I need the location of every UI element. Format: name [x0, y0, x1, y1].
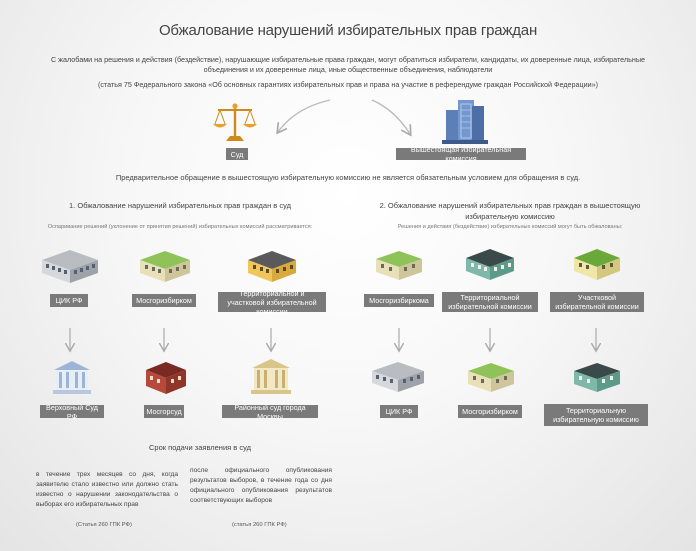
node-territorial-precinct: Территориальной и участковой избирательн… — [218, 289, 326, 316]
deadline-col2: после официального опубликования результ… — [190, 467, 332, 504]
building-grey-2-icon — [372, 362, 424, 392]
node-mosgorsud: Мосгорсуд — [144, 405, 184, 418]
node-supreme-court: Верховный Суд РФ — [40, 403, 104, 421]
deadline-col1: в течение трех месяцев со дня, когда зая… — [36, 471, 178, 508]
moscow-city-court-icon — [146, 362, 186, 394]
arrow-to-court — [278, 99, 331, 132]
building-teal-icon — [466, 249, 514, 280]
building-lime-icon — [574, 249, 620, 280]
arrow-to-commission — [371, 99, 410, 134]
deadline-ref1: (Статья 260 ГПК РФ) — [76, 522, 132, 528]
node-territorial-commission: Территориальной избирательной комиссии — [442, 292, 538, 312]
node-territorial-commission-2: Территориальную избирательную комиссию — [544, 404, 648, 426]
section1-heading: 1. Обжалование нарушений избирательных п… — [69, 201, 291, 210]
node-mosgorizbirkom-2: Мосгоризбирком — [458, 405, 522, 418]
supreme-court-icon — [53, 361, 91, 394]
law-reference: (статья 75 Федерального закона «Об основ… — [97, 80, 599, 89]
office-building-icon — [442, 100, 488, 144]
node-mosgorizbirkom: Мосгоризбирком — [132, 294, 196, 307]
section1-subheading: Оспаривание решений (уклонение от принят… — [47, 224, 313, 230]
building-green-2-icon — [376, 251, 422, 280]
section2-subheading: Решения и действия (бездействие) избират… — [397, 224, 623, 230]
building-teal-2-icon — [574, 363, 620, 392]
district-court-icon — [251, 359, 291, 394]
node-district-court: Районный суд города Москвы — [222, 403, 318, 421]
building-dark-icon — [248, 251, 296, 282]
scales-icon — [213, 103, 257, 141]
preliminary-note: Предварительное обращение в вышестоящую … — [115, 173, 581, 182]
building-green-3-icon — [468, 363, 514, 392]
commission-label: Вышестоящая избирательная комиссия — [396, 145, 526, 163]
court-label: Суд — [226, 148, 248, 160]
building-grey-icon — [42, 250, 98, 283]
page-title: Обжалование нарушений избирательных прав… — [158, 22, 538, 39]
intro-text: С жалобами на решения и действия (бездей… — [50, 55, 646, 74]
node-cik-rf-2: ЦИК РФ — [380, 405, 418, 418]
node-precinct-commission: Участковой избирательной комиссии — [550, 292, 644, 312]
deadline-ref2: (статья 260 ГПК РФ) — [232, 522, 287, 528]
deadline-heading: Срок подачи заявления в суд — [149, 443, 251, 452]
section2-heading: 2. Обжалование нарушений избирательных п… — [379, 201, 641, 221]
node-mosgorizbirkoma: Мосгоризбиркома — [364, 294, 434, 307]
node-cik-rf: ЦИК РФ — [50, 294, 88, 307]
building-green-icon — [140, 251, 190, 282]
